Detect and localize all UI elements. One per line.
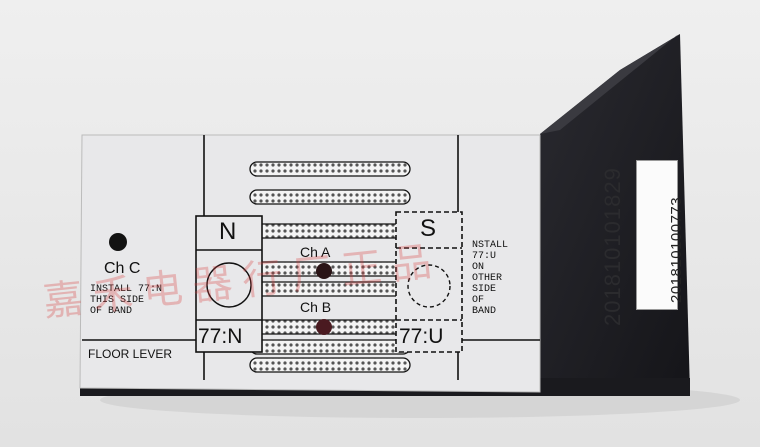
ridge-stripe bbox=[249, 161, 411, 177]
model-n-label: 77:N bbox=[198, 325, 243, 348]
channel-a-label: Ch A bbox=[300, 244, 331, 260]
ridge-stripe bbox=[249, 339, 411, 355]
channel-b-dot bbox=[316, 319, 332, 335]
channel-c-label: Ch C bbox=[104, 260, 141, 277]
magnet-s-circle bbox=[407, 264, 451, 308]
channel-b-label: Ch B bbox=[300, 299, 332, 315]
magnet-s-box bbox=[395, 211, 463, 353]
ridge-stripe bbox=[249, 189, 411, 205]
install-left-note: INSTALL 77:N THIS SIDE OF BAND bbox=[90, 284, 163, 317]
serial-sticker: 201810100773 bbox=[636, 160, 685, 310]
pole-s-label: S bbox=[420, 215, 437, 242]
channel-c-dot bbox=[109, 233, 127, 251]
magnet-n-circle bbox=[206, 262, 252, 308]
channel-a-dot bbox=[316, 263, 332, 279]
floor-lever-label: FLOOR LEVER bbox=[88, 347, 173, 361]
model-u-label: 77:U bbox=[399, 325, 444, 348]
pole-n-label: N bbox=[219, 218, 237, 245]
install-right-note: NSTALL 77:U ON OTHER SIDE OF BAND bbox=[472, 240, 509, 317]
housing-edge bbox=[540, 34, 680, 134]
ridge-stripe bbox=[249, 357, 411, 373]
